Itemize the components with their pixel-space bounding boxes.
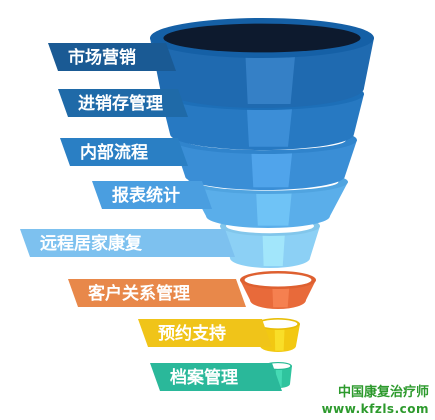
stage-label-banner: 远程居家康复: [20, 229, 235, 257]
banner-shape: [60, 138, 188, 166]
funnel-layer-highlight: [274, 327, 285, 351]
funnel-layer-opening: [163, 23, 361, 53]
funnel-layer-highlight: [272, 285, 290, 308]
stage-label: 远程居家康复: [40, 233, 143, 254]
funnel-layer-highlight: [245, 50, 296, 104]
stage-label: 市场营销: [68, 47, 136, 68]
stage-label-banner: 进销存管理: [58, 89, 188, 117]
banner-shape: [58, 89, 188, 117]
banner-shape: [138, 319, 272, 347]
banner-shape: [150, 363, 282, 391]
funnel-layer: [240, 271, 316, 309]
stage-label: 报表统计: [112, 185, 180, 206]
funnel-layer-highlight: [256, 189, 292, 226]
banner-shape: [20, 229, 235, 257]
stage-label: 进销存管理: [78, 93, 163, 114]
funnel-layer-highlight: [246, 103, 293, 147]
stage-label-banner: 客户关系管理: [68, 279, 246, 307]
stage-label-banner: 市场营销: [48, 43, 176, 71]
stage-label-banner: 内部流程: [60, 138, 188, 166]
stage-label: 内部流程: [80, 142, 148, 163]
funnel-layer-opening: [258, 319, 298, 329]
funnel-layer: [150, 18, 374, 108]
funnel-layers: [150, 18, 374, 388]
stage-label: 预约支持: [158, 323, 226, 344]
funnel-layer-highlight: [251, 148, 293, 188]
banner-shape: [48, 43, 176, 71]
stage-label-banner: 档案管理: [150, 363, 282, 391]
banner-shape: [92, 181, 212, 209]
funnel-layer-opening: [244, 273, 312, 287]
banner-shape: [68, 279, 246, 307]
watermark-url: www.kfzls.com: [321, 402, 429, 416]
watermark-title: 中国康复治疗师: [337, 385, 429, 400]
stage-label: 客户关系管理: [87, 283, 190, 304]
funnel-layer-highlight: [262, 232, 285, 266]
stage-label-banner: 报表统计: [92, 181, 212, 209]
stage-label: 档案管理: [170, 367, 238, 388]
stage-label-banner: 预约支持: [138, 319, 272, 347]
